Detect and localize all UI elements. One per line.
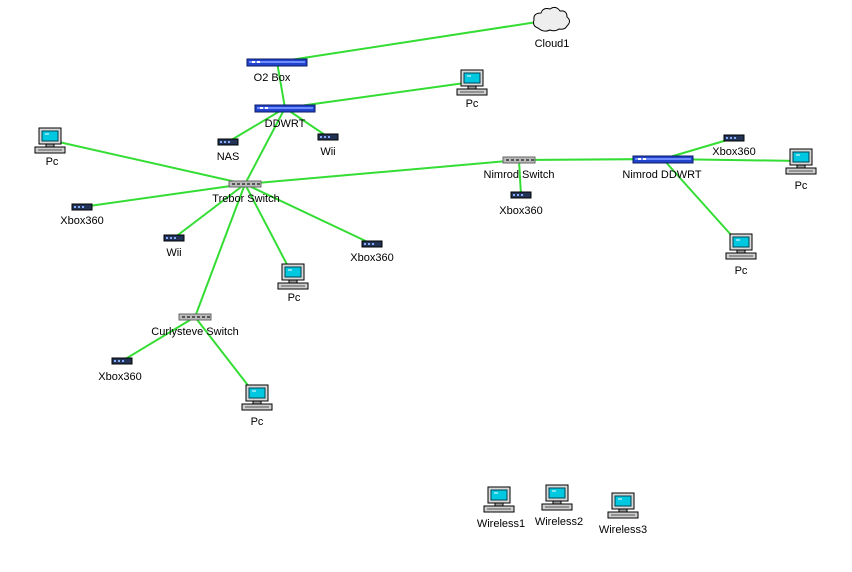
node-xbox_curly[interactable]: Xbox360 xyxy=(98,357,142,383)
node-label: Wii xyxy=(166,247,181,259)
console-icon xyxy=(317,133,339,141)
node-label: Wireless2 xyxy=(535,516,583,528)
node-wireless2[interactable]: Wireless2 xyxy=(535,484,583,528)
switch-icon xyxy=(178,313,212,321)
switch-icon xyxy=(228,180,262,188)
node-pc_top[interactable]: Pc xyxy=(456,69,488,110)
router-icon xyxy=(254,104,316,113)
computer-icon xyxy=(607,492,639,519)
node-xbox_mid[interactable]: Xbox360 xyxy=(350,240,394,264)
console-icon xyxy=(361,240,383,248)
console-icon xyxy=(163,234,185,242)
node-label: O2 Box xyxy=(254,72,291,84)
node-label: Trebor Switch xyxy=(212,193,279,205)
cloud-icon xyxy=(533,6,570,32)
computer-icon xyxy=(456,69,488,96)
router-icon xyxy=(632,155,694,164)
computer-icon xyxy=(541,484,573,511)
computer-icon xyxy=(277,263,309,290)
computer-icon xyxy=(725,233,757,260)
network-links xyxy=(49,19,802,398)
node-ddwrt[interactable]: DDWRT xyxy=(254,104,316,130)
node-xbox_right[interactable]: Xbox360 xyxy=(712,134,756,158)
node-trebor[interactable]: Trebor Switch xyxy=(212,180,280,205)
node-label: Xbox360 xyxy=(712,146,755,158)
link-nimrod_sw-xbox_nimrod xyxy=(518,159,522,196)
link-o2box-ddwrt xyxy=(276,61,286,109)
node-wireless1[interactable]: Wireless1 xyxy=(477,486,525,530)
node-label: Cloud1 xyxy=(535,38,570,50)
node-label: Xbox360 xyxy=(60,215,103,227)
console-icon xyxy=(71,203,93,211)
computer-icon xyxy=(241,384,273,411)
link-trebor-pc_mid xyxy=(244,183,294,277)
link-curly-pc_curly xyxy=(194,316,258,398)
node-nimrod_sw[interactable]: Nimrod Switch xyxy=(484,156,555,181)
node-pc_curly[interactable]: Pc xyxy=(241,384,273,428)
node-label: Nimrod Switch xyxy=(484,169,555,181)
link-ddwrt-wii_top xyxy=(284,107,329,138)
link-ddwrt-trebor xyxy=(244,107,286,185)
node-label: Nimrod DDWRT xyxy=(622,169,702,181)
node-nimrod_dd[interactable]: Nimrod DDWRT xyxy=(622,155,702,181)
computer-icon xyxy=(483,486,515,513)
node-wii_top[interactable]: Wii xyxy=(317,133,339,158)
computer-icon xyxy=(785,148,817,175)
console-icon xyxy=(510,191,532,199)
link-trebor-curly xyxy=(194,183,246,318)
link-ddwrt-nas xyxy=(227,107,286,143)
link-ddwrt-pc_top xyxy=(284,81,473,109)
node-label: Pc xyxy=(795,180,808,192)
node-label: Curlysteve Switch xyxy=(151,326,238,338)
node-label: Pc xyxy=(251,416,264,428)
router-icon xyxy=(246,58,308,67)
link-o2box-cloud1 xyxy=(276,19,551,63)
console-icon xyxy=(111,357,133,365)
node-cloud1[interactable]: Cloud1 xyxy=(533,6,570,50)
link-trebor-xbox_mid xyxy=(244,183,373,245)
link-nimrod_dd-pc_right2 xyxy=(662,158,742,247)
node-pc_right[interactable]: Pc xyxy=(785,148,817,192)
storage-device-icon xyxy=(217,138,239,146)
node-label: Xbox360 xyxy=(499,205,542,217)
node-label: Pc xyxy=(466,98,479,110)
console-icon xyxy=(723,134,745,142)
node-pc_left[interactable]: Pc xyxy=(34,127,66,168)
node-label: Pc xyxy=(288,292,301,304)
computer-icon xyxy=(34,127,66,154)
node-nas[interactable]: NAS xyxy=(217,138,240,163)
node-pc_right2[interactable]: Pc xyxy=(725,233,757,277)
node-label: NAS xyxy=(217,151,240,163)
link-trebor-wii_mid xyxy=(173,183,246,239)
link-curly-xbox_curly xyxy=(121,316,196,362)
node-label: Pc xyxy=(735,265,748,277)
node-xbox_left[interactable]: Xbox360 xyxy=(60,203,104,227)
node-label: Wireless3 xyxy=(599,524,647,536)
link-trebor-pc_left xyxy=(49,139,246,185)
node-label: Pc xyxy=(46,156,59,168)
node-wii_mid[interactable]: Wii xyxy=(163,234,185,259)
link-trebor-xbox_left xyxy=(81,183,246,208)
node-wireless3[interactable]: Wireless3 xyxy=(599,492,647,536)
node-label: DDWRT xyxy=(265,118,306,130)
node-label: Wireless1 xyxy=(477,518,525,530)
node-label: Wii xyxy=(320,146,335,158)
node-o2box[interactable]: O2 Box xyxy=(246,58,308,84)
node-label: Xbox360 xyxy=(98,371,141,383)
node-curly[interactable]: Curlysteve Switch xyxy=(151,313,239,338)
node-pc_mid[interactable]: Pc xyxy=(277,263,309,304)
switch-icon xyxy=(502,156,536,164)
link-trebor-nimrod_sw xyxy=(244,159,520,185)
node-xbox_nimrod[interactable]: Xbox360 xyxy=(499,191,543,217)
node-label: Xbox360 xyxy=(350,252,393,264)
